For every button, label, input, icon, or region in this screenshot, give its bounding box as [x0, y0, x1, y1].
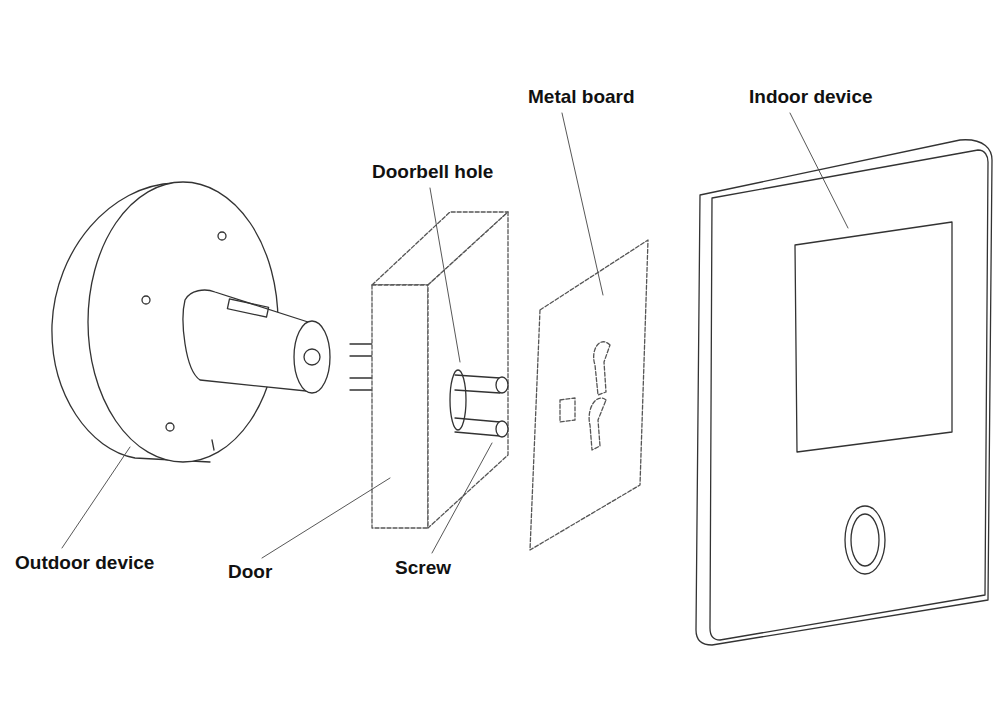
- disc-hole: [166, 423, 174, 431]
- door-side: [428, 212, 508, 528]
- part-label: Outdoor device: [12, 552, 157, 574]
- metal-board: [530, 240, 648, 550]
- leader-line: [430, 188, 460, 362]
- screw-head: [496, 377, 508, 393]
- board-tab: [560, 398, 575, 422]
- shaft-slot: [227, 299, 268, 317]
- shaft-end: [294, 321, 330, 393]
- screw-shaft: [455, 375, 500, 393]
- screws: [450, 370, 508, 437]
- part-label: Door: [225, 561, 275, 583]
- disc-hole: [218, 232, 226, 240]
- leader-line: [62, 447, 130, 548]
- part-label: Doorbell hole: [369, 161, 496, 183]
- device-body: [696, 140, 992, 645]
- disc-hole: [142, 296, 150, 304]
- doorbell-hole-rim: [450, 370, 466, 430]
- outdoor-device: [52, 182, 378, 462]
- leader-line: [790, 113, 848, 228]
- disc-notch: [212, 440, 214, 450]
- shaft-core: [304, 349, 320, 365]
- leader-lines: [62, 113, 848, 558]
- leader-line: [432, 443, 492, 553]
- board-plate: [530, 240, 648, 550]
- part-label: Screw: [392, 557, 454, 579]
- leader-line: [262, 478, 390, 558]
- board-slot: [594, 342, 610, 395]
- part-label: Indoor device: [746, 86, 876, 108]
- indoor-device: [696, 140, 992, 645]
- part-label: Metal board: [525, 86, 638, 108]
- door-front: [372, 285, 428, 528]
- device-face: [710, 150, 988, 640]
- button: [845, 506, 885, 574]
- screen: [795, 222, 952, 452]
- board-slot: [589, 398, 606, 450]
- leader-line: [562, 113, 603, 295]
- button-inner: [851, 514, 879, 566]
- door: [372, 212, 508, 528]
- screw-head: [496, 421, 508, 437]
